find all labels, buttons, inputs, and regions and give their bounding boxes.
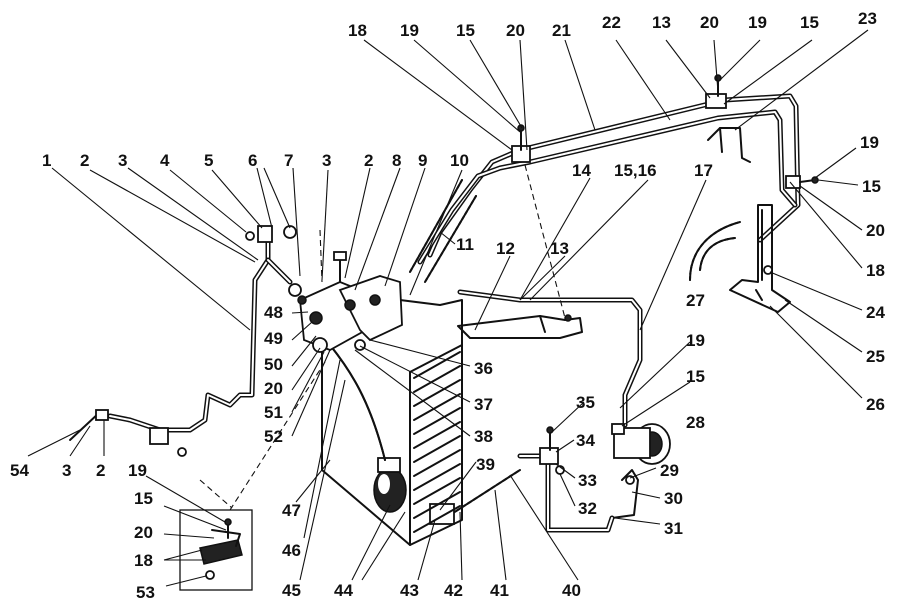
callout-17: 17	[694, 161, 713, 180]
dashed-references	[199, 164, 566, 511]
condenser-fins	[413, 351, 461, 533]
callout-10: 10	[450, 151, 469, 170]
callout-48: 48	[264, 303, 283, 322]
callout-15: 15	[686, 367, 705, 386]
callout-33: 33	[578, 471, 597, 490]
callout-5: 5	[204, 151, 213, 170]
callout-7: 7	[284, 151, 293, 170]
callout-29: 29	[660, 461, 679, 480]
callout-14: 14	[572, 161, 591, 180]
callout-3: 3	[322, 151, 331, 170]
callout-15: 15	[134, 489, 153, 508]
callout-44: 44	[334, 581, 353, 600]
callout-3: 3	[118, 151, 127, 170]
condenser	[321, 299, 463, 546]
callout-32: 32	[578, 499, 597, 518]
callout-27: 27	[686, 291, 705, 310]
callout-15-16: 15,16	[614, 161, 657, 180]
valve-block	[288, 251, 403, 353]
callout-36: 36	[474, 359, 493, 378]
callout-13: 13	[550, 239, 569, 258]
hose-27	[689, 221, 741, 281]
detail-inset	[179, 509, 253, 591]
callout-45: 45	[282, 581, 301, 600]
callout-18: 18	[866, 261, 885, 280]
callout-46: 46	[282, 541, 301, 560]
callout-8: 8	[392, 151, 401, 170]
right-clip	[785, 175, 819, 189]
lower-right-pipe	[517, 453, 615, 533]
callout-11: 11	[456, 235, 474, 254]
callout-50: 50	[264, 355, 283, 374]
callout-19: 19	[748, 13, 767, 32]
callout-34: 34	[576, 431, 595, 450]
callout-12: 12	[496, 239, 515, 258]
callout-20: 20	[700, 13, 719, 32]
callout-4: 4	[160, 151, 170, 170]
callout-28: 28	[686, 413, 705, 432]
receiver-dryer	[373, 457, 407, 513]
callout-19: 19	[686, 331, 705, 350]
callout-30: 30	[664, 489, 683, 508]
callout-18: 18	[348, 21, 367, 40]
callout-9: 9	[418, 151, 427, 170]
callout-19: 19	[128, 461, 147, 480]
callout-20: 20	[264, 379, 283, 398]
callout-37: 37	[474, 395, 493, 414]
callout-40: 40	[562, 581, 581, 600]
callout-42: 42	[444, 581, 463, 600]
callout-20: 20	[506, 21, 525, 40]
callout-20: 20	[134, 523, 153, 542]
callout-26: 26	[866, 395, 885, 414]
fitting-29-31	[611, 469, 639, 519]
callout-21: 21	[552, 21, 571, 40]
callout-15: 15	[800, 13, 819, 32]
callout-35: 35	[576, 393, 595, 412]
left-pipe	[69, 225, 297, 457]
callout-22: 22	[602, 13, 621, 32]
callout-3: 3	[62, 461, 71, 480]
callout-18: 18	[134, 551, 153, 570]
compressor-28	[611, 423, 671, 465]
callouts: 1 2 3 4 5 6 7 3 2 8 9 10 11 18 19 15 20 …	[10, 9, 885, 602]
callout-2: 2	[80, 151, 89, 170]
callout-2: 2	[364, 151, 373, 170]
callout-43: 43	[400, 581, 419, 600]
callout-49: 49	[264, 329, 283, 348]
callout-31: 31	[664, 519, 683, 538]
callout-19: 19	[400, 21, 419, 40]
callout-1: 1	[42, 151, 51, 170]
callout-38: 38	[474, 427, 493, 446]
callout-54: 54	[10, 461, 29, 480]
callout-39: 39	[476, 455, 495, 474]
callout-52: 52	[264, 427, 283, 446]
bracket-23	[707, 127, 751, 163]
callout-24: 24	[866, 303, 885, 322]
callout-51: 51	[264, 403, 283, 422]
callout-41: 41	[490, 581, 509, 600]
upper-clip-left	[511, 124, 531, 163]
callout-13: 13	[652, 13, 671, 32]
callout-20: 20	[866, 221, 885, 240]
callout-15: 15	[456, 21, 475, 40]
upper-clip-right	[705, 74, 727, 109]
upper-pipe-assembly	[409, 93, 801, 283]
callout-19: 19	[860, 133, 879, 152]
callout-53: 53	[136, 583, 155, 602]
leader-lines	[27, 29, 869, 587]
callout-23: 23	[858, 9, 877, 28]
callout-25: 25	[866, 347, 885, 366]
callout-15: 15	[862, 177, 881, 196]
bracket-12	[457, 314, 583, 339]
hose-45	[329, 344, 386, 461]
callout-47: 47	[282, 501, 301, 520]
callout-2: 2	[96, 461, 105, 480]
callout-6: 6	[248, 151, 257, 170]
